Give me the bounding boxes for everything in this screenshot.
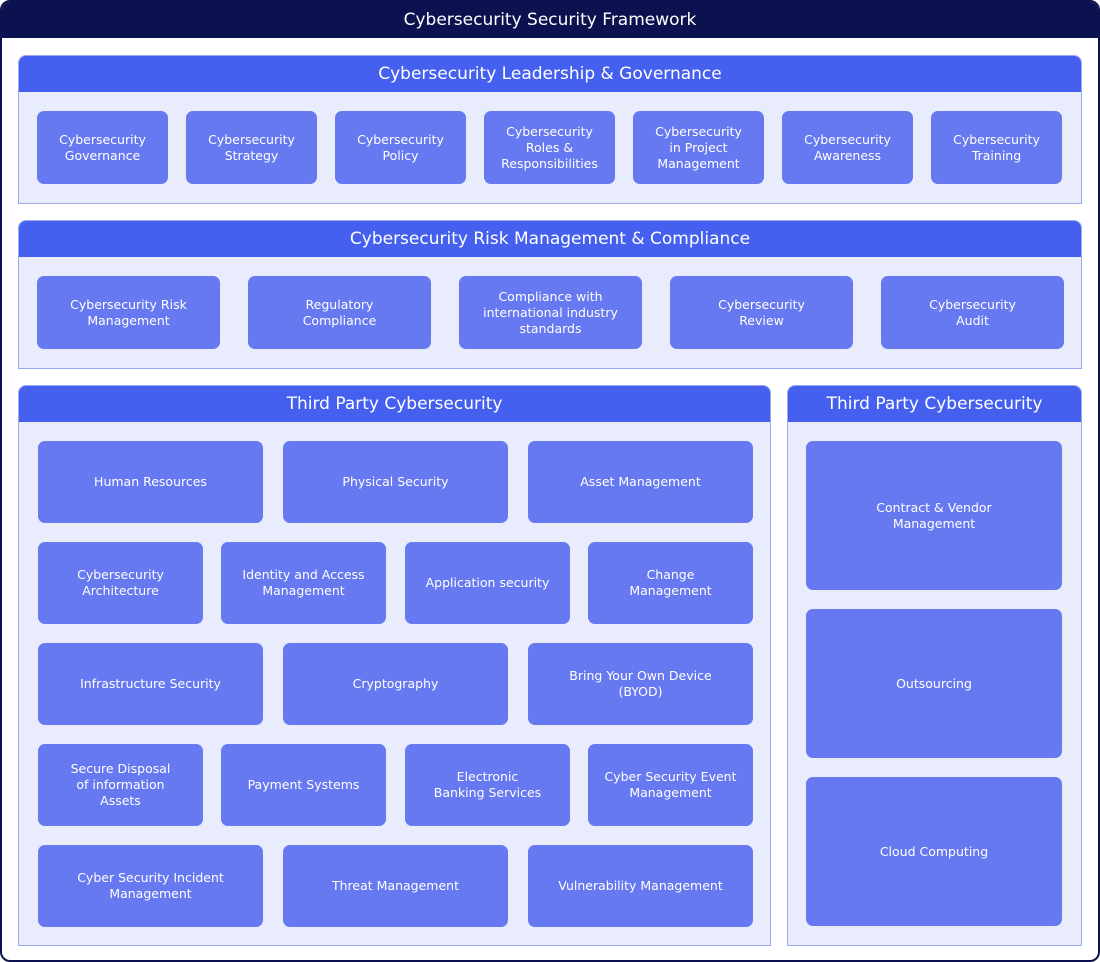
item-box[interactable]: Asset Management <box>528 441 753 523</box>
item-box[interactable]: Bring Your Own Device (BYOD) <box>528 643 753 725</box>
section-risk-compliance: Cybersecurity Risk Management & Complian… <box>18 220 1082 369</box>
item-box[interactable]: Cybersecurity Review <box>670 276 853 349</box>
item-box[interactable]: Identity and Access Management <box>221 542 386 624</box>
item-box[interactable]: Outsourcing <box>806 609 1062 758</box>
section-third-party-side: Third Party Cybersecurity Contract & Ven… <box>787 385 1082 946</box>
item-box[interactable]: Cybersecurity Architecture <box>38 542 203 624</box>
item-box[interactable]: Compliance with international industry s… <box>459 276 642 349</box>
item-box[interactable]: Cybersecurity Governance <box>37 111 168 184</box>
item-box[interactable]: Vulnerability Management <box>528 845 753 927</box>
item-box[interactable]: Cybersecurity Strategy <box>186 111 317 184</box>
item-box[interactable]: Cybersecurity Awareness <box>782 111 913 184</box>
section-title: Cybersecurity Risk Management & Complian… <box>19 221 1081 257</box>
framework-title: Cybersecurity Security Framework <box>2 2 1098 38</box>
item-box[interactable]: Change Management <box>588 542 753 624</box>
item-box[interactable]: Payment Systems <box>221 744 386 826</box>
item-box[interactable]: Electronic Banking Services <box>405 744 570 826</box>
section-third-party-main: Third Party Cybersecurity Human Resource… <box>18 385 771 946</box>
item-box[interactable]: Human Resources <box>38 441 263 523</box>
section-title: Cybersecurity Leadership & Governance <box>19 56 1081 92</box>
item-box[interactable]: Cybersecurity in Project Management <box>633 111 764 184</box>
item-box[interactable]: Cybersecurity Training <box>931 111 1062 184</box>
item-box[interactable]: Cybersecurity Policy <box>335 111 466 184</box>
item-box[interactable]: Cybersecurity Risk Management <box>37 276 220 349</box>
item-box[interactable]: Cyber Security Incident Management <box>38 845 263 927</box>
item-box[interactable]: Regulatory Compliance <box>248 276 431 349</box>
section-leadership-governance: Cybersecurity Leadership & Governance Cy… <box>18 55 1082 204</box>
item-box[interactable]: Physical Security <box>283 441 508 523</box>
section-title: Third Party Cybersecurity <box>19 386 770 422</box>
item-box[interactable]: Contract & Vendor Management <box>806 441 1062 590</box>
item-box[interactable]: Cloud Computing <box>806 777 1062 926</box>
item-box[interactable]: Cyber Security Event Management <box>588 744 753 826</box>
item-box[interactable]: Cryptography <box>283 643 508 725</box>
item-box[interactable]: Infrastructure Security <box>38 643 263 725</box>
section-title: Third Party Cybersecurity <box>788 386 1081 422</box>
item-box[interactable]: Threat Management <box>283 845 508 927</box>
item-box[interactable]: Cybersecurity Audit <box>881 276 1064 349</box>
item-box[interactable]: Cybersecurity Roles & Responsibilities <box>484 111 615 184</box>
item-box[interactable]: Application security <box>405 542 570 624</box>
item-box[interactable]: Secure Disposal of information Assets <box>38 744 203 826</box>
